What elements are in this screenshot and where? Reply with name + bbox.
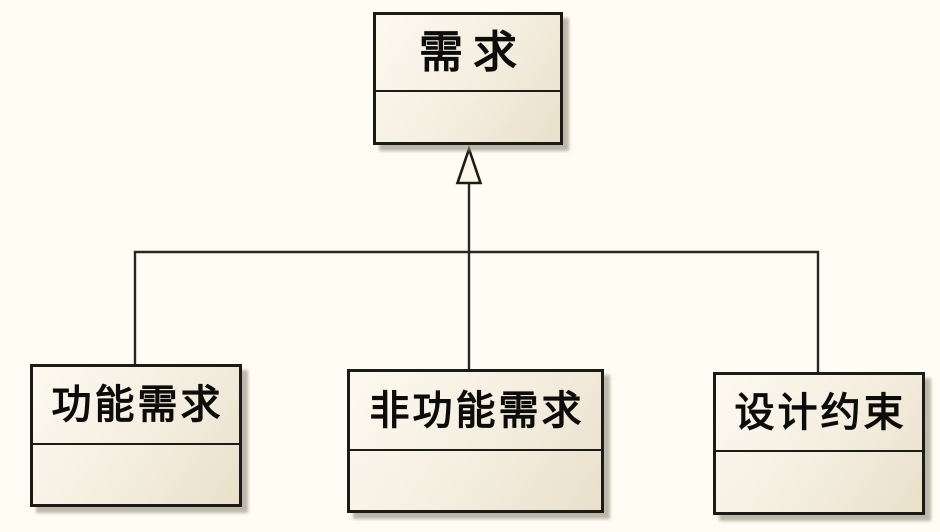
attribute-compartment bbox=[33, 443, 239, 504]
class-name-label: 功能需求 bbox=[51, 382, 224, 428]
class-box-requirement: 需求 bbox=[373, 12, 563, 145]
generalization-triangle-icon bbox=[455, 144, 483, 185]
class-box-functional-requirement: 功能需求 bbox=[30, 364, 242, 507]
attribute-compartment bbox=[376, 90, 560, 142]
attribute-compartment bbox=[350, 449, 601, 510]
class-name-label: 需求 bbox=[419, 26, 527, 78]
class-name-compartment: 非功能需求 bbox=[350, 372, 601, 449]
class-name-label: 非功能需求 bbox=[369, 387, 585, 434]
class-box-design-constraint: 设计约束 bbox=[713, 372, 925, 515]
attribute-compartment bbox=[716, 450, 922, 512]
class-name-label: 设计约束 bbox=[734, 389, 907, 436]
class-name-compartment: 功能需求 bbox=[33, 367, 239, 443]
class-box-nonfunctional-requirement: 非功能需求 bbox=[347, 369, 604, 513]
class-name-compartment: 需求 bbox=[376, 15, 560, 90]
class-name-compartment: 设计约束 bbox=[716, 375, 922, 450]
